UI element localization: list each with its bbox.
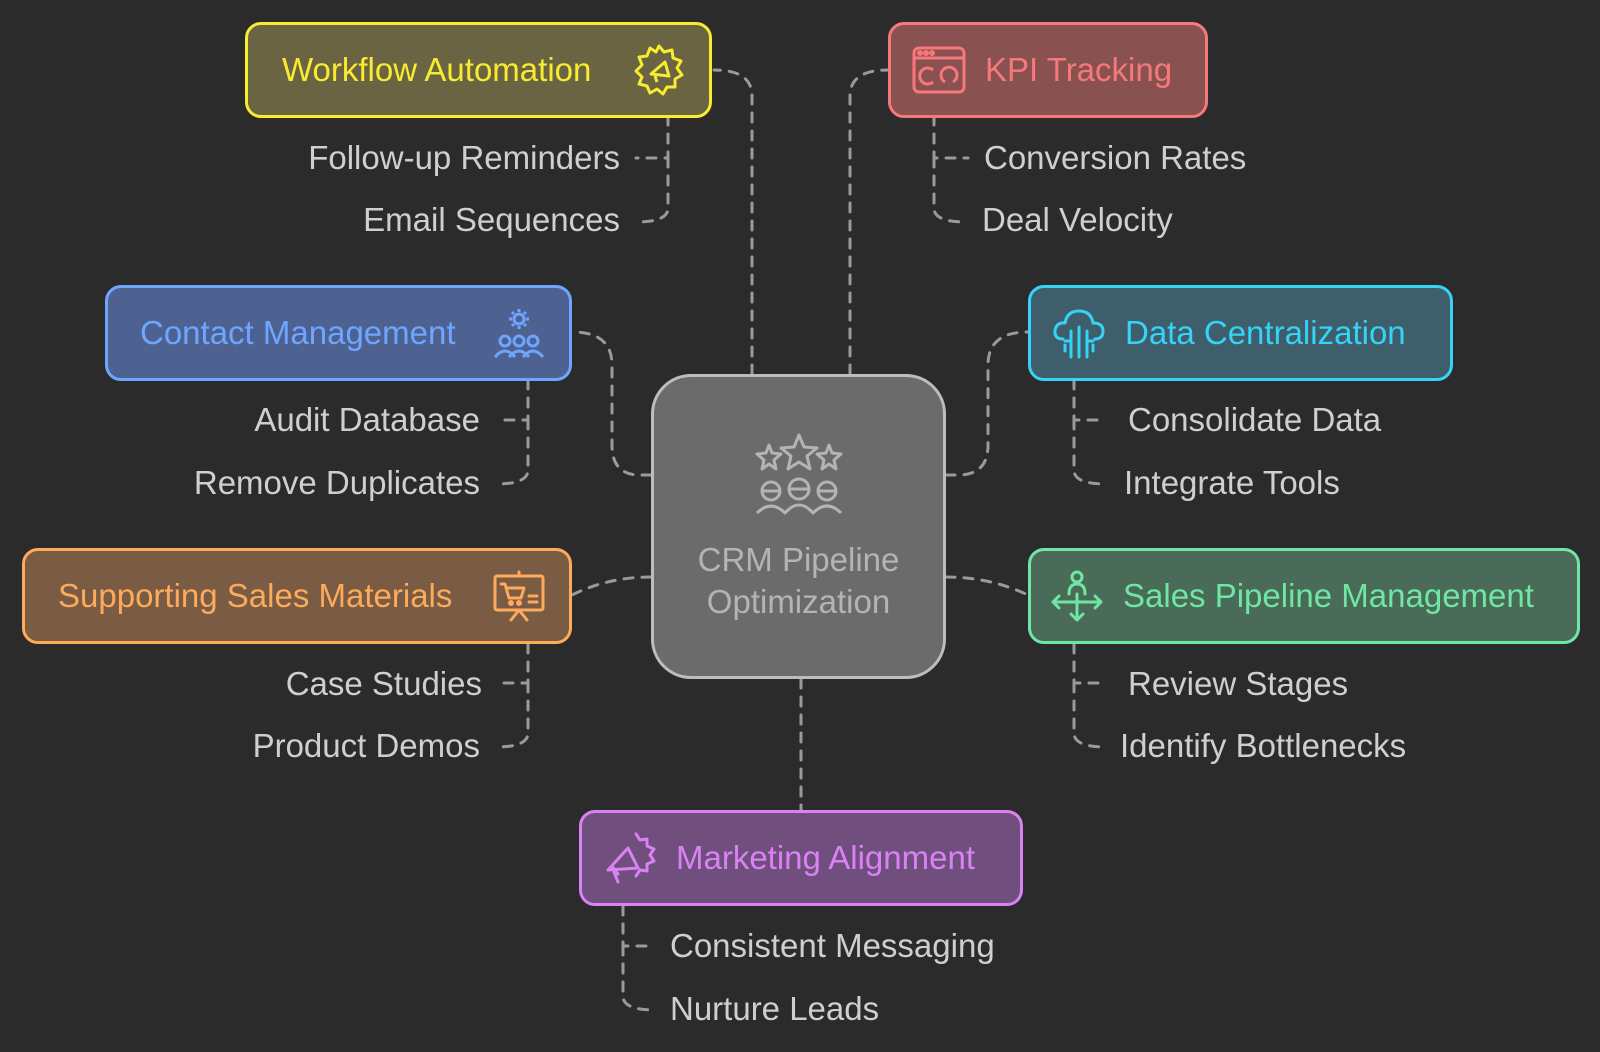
dashboard-window-icon <box>911 42 967 98</box>
connector-pipeline <box>944 575 1030 597</box>
connector-kpi <box>848 68 890 376</box>
node-kpi-tracking: KPI Tracking <box>888 22 1208 118</box>
node-supporting-sales-materials: Supporting Sales Materials <box>22 548 572 644</box>
leaf-email-sequences: Email Sequences <box>363 201 620 238</box>
connector-materials <box>570 575 653 597</box>
leaf-connector-data <box>1072 378 1108 486</box>
leaf-conversion-rates: Conversion Rates <box>984 139 1247 176</box>
node-label: Supporting Sales Materials <box>58 577 453 614</box>
connector-data <box>944 330 1030 477</box>
gear-megaphone-icon <box>631 42 687 98</box>
leaf-remove-duplicates: Remove Duplicates <box>193 464 480 501</box>
person-arrows-icon <box>1049 568 1105 624</box>
leaf-nurture-leads: Nurture Leads <box>670 990 880 1027</box>
node-label: Workflow Automation <box>282 51 592 88</box>
node-sales-pipeline-management: Sales Pipeline Management <box>1028 548 1580 644</box>
leaf-connector-contact <box>494 378 530 486</box>
node-label: KPI Tracking <box>985 51 1173 88</box>
leaf-product-demos: Product Demos <box>252 727 480 764</box>
node-contact-management: Contact Management <box>105 285 572 381</box>
node-label: Data Centralization <box>1125 314 1406 351</box>
leaf-consistent-messaging: Consistent Messaging <box>670 927 995 964</box>
leaf-connector-kpi <box>932 114 970 224</box>
megaphone-gear-icon <box>602 830 658 886</box>
cloud-circuit-icon <box>1051 305 1107 361</box>
leaf-review-stages: Review Stages <box>1128 665 1349 702</box>
node-label: Contact Management <box>140 314 456 351</box>
people-gear-icon <box>491 305 547 361</box>
leaf-connector-pipeline <box>1072 642 1108 749</box>
node-marketing-alignment: Marketing Alignment <box>579 810 1023 906</box>
leaf-connector-materials <box>494 642 530 749</box>
leaf-deal-velocity: Deal Velocity <box>982 201 1173 238</box>
leaf-consolidate-data: Consolidate Data <box>1128 401 1382 438</box>
connector-contact <box>570 330 653 477</box>
presentation-cart-icon <box>491 568 547 624</box>
node-label: Sales Pipeline Management <box>1123 577 1534 614</box>
leaf-identify-bottlenecks: Identify Bottlenecks <box>1120 727 1407 764</box>
leaf-connector-workflow <box>634 114 670 224</box>
leaf-follow-up-reminders: Follow-up Reminders <box>308 139 620 176</box>
node-label: Marketing Alignment <box>676 839 975 876</box>
center-title: CRM Pipeline Optimization <box>697 540 900 620</box>
center-node: CRM Pipeline Optimization <box>651 374 946 679</box>
leaf-integrate-tools: Integrate Tools <box>1124 464 1340 501</box>
node-data-centralization: Data Centralization <box>1028 285 1453 381</box>
leaf-case-studies: Case Studies <box>285 665 482 702</box>
leaf-audit-database: Audit Database <box>254 401 480 438</box>
node-workflow-automation: Workflow Automation <box>245 22 712 118</box>
leaf-connector-marketing <box>621 904 657 1012</box>
team-stars-icon <box>749 431 849 521</box>
connector-workflow <box>712 68 754 376</box>
